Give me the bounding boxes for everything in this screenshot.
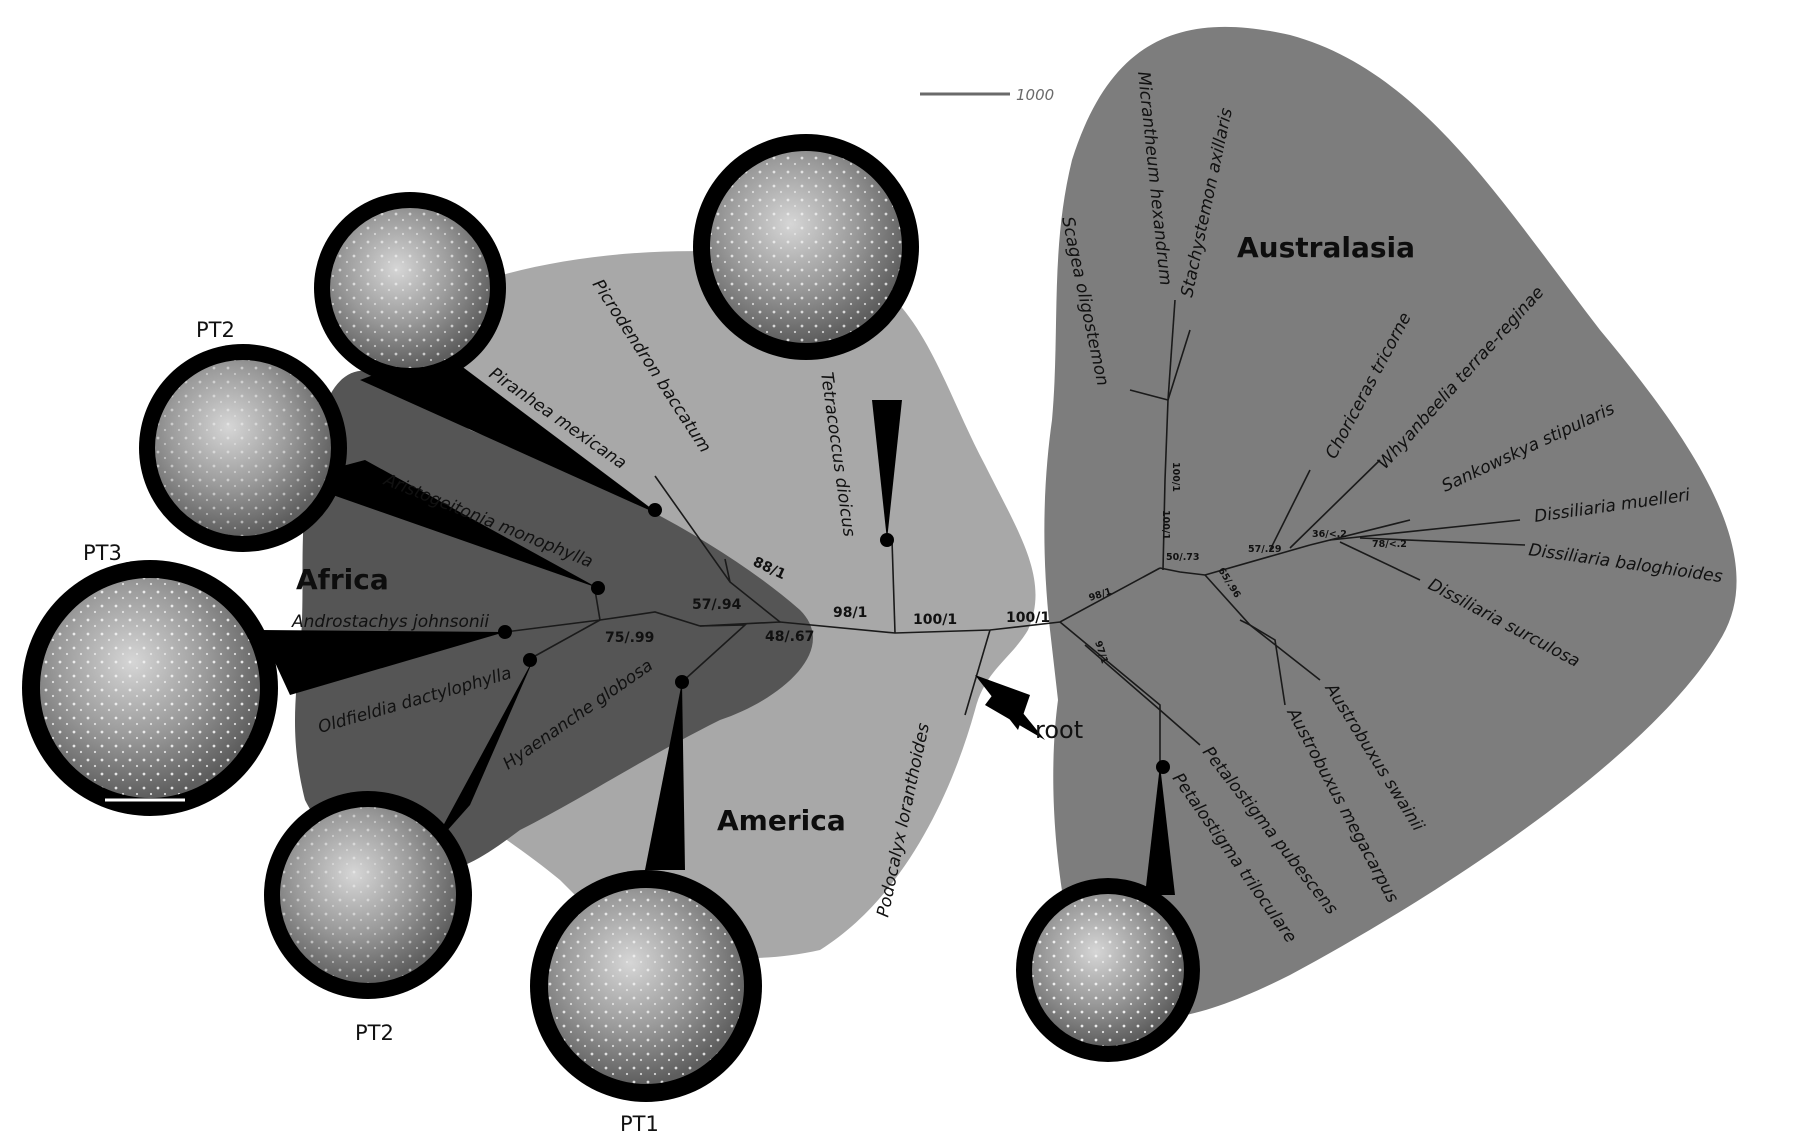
support-57: 57/.94 [692, 597, 742, 613]
pollen-grain-pt1 [530, 870, 762, 1102]
region-label-africa: Africa [296, 563, 389, 596]
pollen-type-pt3: PT3 [83, 541, 122, 565]
pollen-grain-pt3 [22, 560, 278, 816]
root-arrow [975, 675, 1030, 730]
pollen-grain-tetracoccus [693, 134, 919, 360]
pollen-type-pt2-bottom: PT2 [355, 1021, 394, 1045]
australasia-region [1044, 26, 1737, 1019]
pollen-type-pt1: PT1 [620, 1112, 659, 1136]
support-48: 48/.67 [765, 629, 814, 645]
tree-branches [504, 299, 1526, 980]
support-98: 98/1 [833, 605, 867, 621]
pollen-grain-pt2-top [139, 344, 347, 552]
region-label-australasia: Australasia [1237, 231, 1415, 264]
taxon-androstachys: Androstachys johnsonii [291, 612, 489, 632]
support-100-vertical-2: 100/1 [1160, 510, 1171, 540]
support-50: 50/.73 [1166, 552, 1200, 563]
pollen-grain-pt2-bottom [264, 791, 472, 999]
scale-bar-label: 1000 [1016, 86, 1054, 104]
support-75: 75/.99 [605, 630, 654, 646]
support-100b: 100/1 [1006, 610, 1050, 626]
callout-dots [498, 503, 1170, 774]
support-100a: 100/1 [913, 612, 957, 628]
support-values: 88/1 98/1 100/1 100/1 57/.94 75/.99 48/.… [605, 462, 1407, 665]
root-label: root [1035, 716, 1083, 744]
region-label-america: America [717, 804, 846, 837]
support-57-right: 57/.29 [1248, 544, 1282, 555]
support-36: 36/<.2 [1312, 529, 1347, 540]
pollen-type-pt2-top: PT2 [196, 318, 235, 342]
pollen-grain-piranhea [314, 192, 506, 384]
pollen-callouts [260, 350, 1175, 895]
support-100-vertical-1: 100/1 [1170, 462, 1181, 492]
support-78: 78/<.2 [1372, 539, 1407, 550]
pollen-grain-petalostigma [1016, 878, 1200, 1062]
